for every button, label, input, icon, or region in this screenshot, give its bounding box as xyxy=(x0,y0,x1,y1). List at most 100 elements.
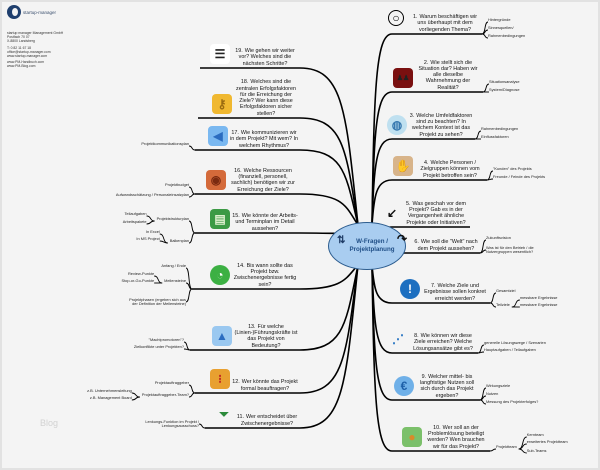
topic-number: 3. xyxy=(409,112,415,119)
subtopic-connector xyxy=(518,448,527,454)
subtopic[interactable]: Aufwandsschätzung / Personaleinsatzplan xyxy=(115,192,189,197)
subtopic-detail[interactable]: Kernteam xyxy=(526,432,544,437)
subtopic[interactable]: "Kunden" des Projekts xyxy=(493,166,532,171)
subtopic-detail[interactable]: Sub-Teams xyxy=(526,448,547,453)
subtopic[interactable]: Meilensteine xyxy=(164,278,186,283)
central-topic[interactable]: ⇅ W-Fragen / Projektplanung xyxy=(328,222,406,270)
subtopic-connector xyxy=(511,299,520,308)
topic-question: 8.Wie können wir diese Ziele erreichen? … xyxy=(410,333,476,352)
email-link[interactable]: office@startup-manager.com xyxy=(7,49,51,54)
subtopic-connector xyxy=(188,392,196,398)
topic-text: Wer soll an der Problemlösung beteiligt … xyxy=(427,424,485,450)
subtopic[interactable]: Projektauftraggeber xyxy=(154,380,189,385)
website-link[interactable]: www.PM-Blog.com xyxy=(7,64,36,69)
website-link[interactable]: www.startup-manager.com xyxy=(7,53,48,58)
subtopic[interactable]: Nutzen xyxy=(486,391,499,396)
subtopic[interactable]: Messung des Projekterfolges? xyxy=(486,399,539,404)
subtopic-detail[interactable]: Arbeitspakete xyxy=(122,219,147,224)
subtopic-connector xyxy=(131,396,140,401)
subtopic[interactable]: Zielkonflikte unter Projekten? xyxy=(133,344,184,349)
branch-line xyxy=(371,264,490,452)
subtopic[interactable]: Projektkommunikationsplan xyxy=(141,141,189,146)
topic-number: 2. xyxy=(423,59,429,66)
subtopic[interactable]: Projektauftraggeber-Team? xyxy=(141,392,189,397)
subtopic-detail[interactable]: z.B. Unternehmensleitung xyxy=(87,388,132,393)
company-address: startup manager Management GmbH Postfach… xyxy=(7,31,64,69)
topic-question: 14.Bis wann sollte das Projekt bzw. Zwis… xyxy=(232,263,298,288)
wallet-icon: ◉ xyxy=(206,170,226,190)
subtopic[interactable]: Gesamtziel xyxy=(496,288,516,293)
subtopic-connector xyxy=(183,348,191,351)
subtopic-detail[interactable]: Teilaufgaben xyxy=(124,211,147,216)
branch-line xyxy=(192,264,359,290)
topic-text: Wie soll die "Welt" nach dem Projekt aus… xyxy=(417,239,478,252)
globe-icon: ◍ xyxy=(387,115,407,135)
topic-number: 14. xyxy=(237,262,245,269)
subtopic[interactable]: Rahmenbedingungen xyxy=(488,33,526,38)
subtopic-detail[interactable]: In Excel xyxy=(145,229,160,234)
subtopic[interactable]: Wirkungsziele xyxy=(486,383,511,388)
topic-question: 9.Welcher mittel- bis langfristige Nutze… xyxy=(416,374,478,399)
arrow-back-icon: ↙ xyxy=(386,206,398,220)
topic-question: 19.Wie gehen wir weiter vor? Welches sin… xyxy=(232,48,298,67)
subtopic[interactable]: Projektbudget xyxy=(164,182,189,187)
subtopic[interactable]: Zukunftsvision xyxy=(486,235,511,240)
subtopic-connector xyxy=(188,193,196,198)
subtopic-connector xyxy=(489,448,497,452)
subtopic[interactable]: Hintergründe xyxy=(488,17,511,22)
branch-line xyxy=(200,67,359,226)
subtopic[interactable]: Lenkungs-Funktion im Projekt / Lenkungsa… xyxy=(145,419,199,429)
magnifier-icon: ○ xyxy=(388,10,404,26)
topic-number: 19. xyxy=(235,48,243,55)
subtopic-connector xyxy=(146,215,155,222)
subtopic[interactable]: System/Diagnose xyxy=(489,87,520,92)
traffic-light-icon: ⁝ xyxy=(210,369,230,389)
subtopic-connector xyxy=(188,220,196,234)
topic-text: Wie könnte der Arbeits- und Terminplan i… xyxy=(235,213,298,232)
subtopic-detail[interactable]: messbare Ergebnisse xyxy=(519,295,558,300)
subtopic[interactable]: Teilziele xyxy=(496,302,510,307)
subtopic[interactable]: "Machtpromotoren"? xyxy=(148,337,184,342)
subtopic[interactable]: Rahmenbedingungen xyxy=(481,126,519,131)
topic-text: Wie stellt sich die Situation dar? Haben… xyxy=(418,59,478,91)
subtopic-connector xyxy=(146,220,155,225)
subtopic[interactable]: Einflussfaktoren xyxy=(481,134,509,139)
address-line: startup manager Management GmbH xyxy=(7,31,64,35)
subtopic[interactable]: generelle Lösungswege / Szenarien xyxy=(484,340,546,345)
subtopic[interactable]: Projektteam xyxy=(496,444,517,449)
subtopic-detail[interactable]: z.B. Management Board xyxy=(89,395,132,400)
subtopic[interactable]: Projektphasen (ergeben sich aus der Defi… xyxy=(129,297,186,307)
subtopic-detail[interactable]: erweitertes Projektteam xyxy=(526,439,568,444)
topic-question: 12.Wer könnte das Projekt formal beauftr… xyxy=(232,379,298,392)
branch-line xyxy=(195,149,359,226)
subtopic-detail[interactable]: In MS Project xyxy=(136,236,160,241)
topic-question: 11.Wer entscheidet über Zwischenergebnis… xyxy=(236,414,298,427)
website-link[interactable]: www.PM-Handbuch.com xyxy=(7,60,45,65)
topic-number: 5. xyxy=(406,200,411,207)
subtopic[interactable]: Freunde / Feinde des Projekts xyxy=(493,174,546,179)
subtopic-detail[interactable]: Review-Punkte xyxy=(127,271,155,276)
subtopic[interactable]: Hauptaufgaben / Teilaufgaben xyxy=(484,347,536,352)
subtopic-connector xyxy=(188,145,196,151)
subtopic[interactable]: Situationsanalyse xyxy=(489,79,520,84)
branch-line xyxy=(205,264,359,429)
subtopic[interactable]: Balkenplan xyxy=(169,238,189,243)
subtopic[interactable]: Was ist für den Betrieb / die Nutzergrup… xyxy=(486,245,534,255)
phone: T: 0 82 11 67 18 xyxy=(7,45,32,50)
topic-number: 7. xyxy=(430,283,436,290)
subtopic-connector xyxy=(131,392,140,398)
subtopic[interactable]: Projektstrukturplan xyxy=(156,216,189,221)
subtopic-connector xyxy=(486,178,494,181)
subtopic[interactable]: Anfang / Ende xyxy=(161,263,186,268)
subtopic-connector xyxy=(489,302,497,308)
window-icon: ▤ xyxy=(210,209,230,229)
subtopic-detail[interactable]: Stop-or-Go-Punkte xyxy=(121,278,155,283)
subtopic-connector xyxy=(159,240,168,244)
key-icon: ⚷ xyxy=(212,94,232,114)
subtopic-detail[interactable]: messbare Ergebnisse xyxy=(519,302,558,307)
subtopic[interactable]: Sinnesquellen/ xyxy=(488,25,514,30)
topic-question: 7.Welche Ziele und Ergebnisse sollen kon… xyxy=(422,283,488,302)
topic-number: 12. xyxy=(232,379,240,386)
topic-text: Wie kommunizieren wir in dem Projekt? Mi… xyxy=(230,130,299,149)
